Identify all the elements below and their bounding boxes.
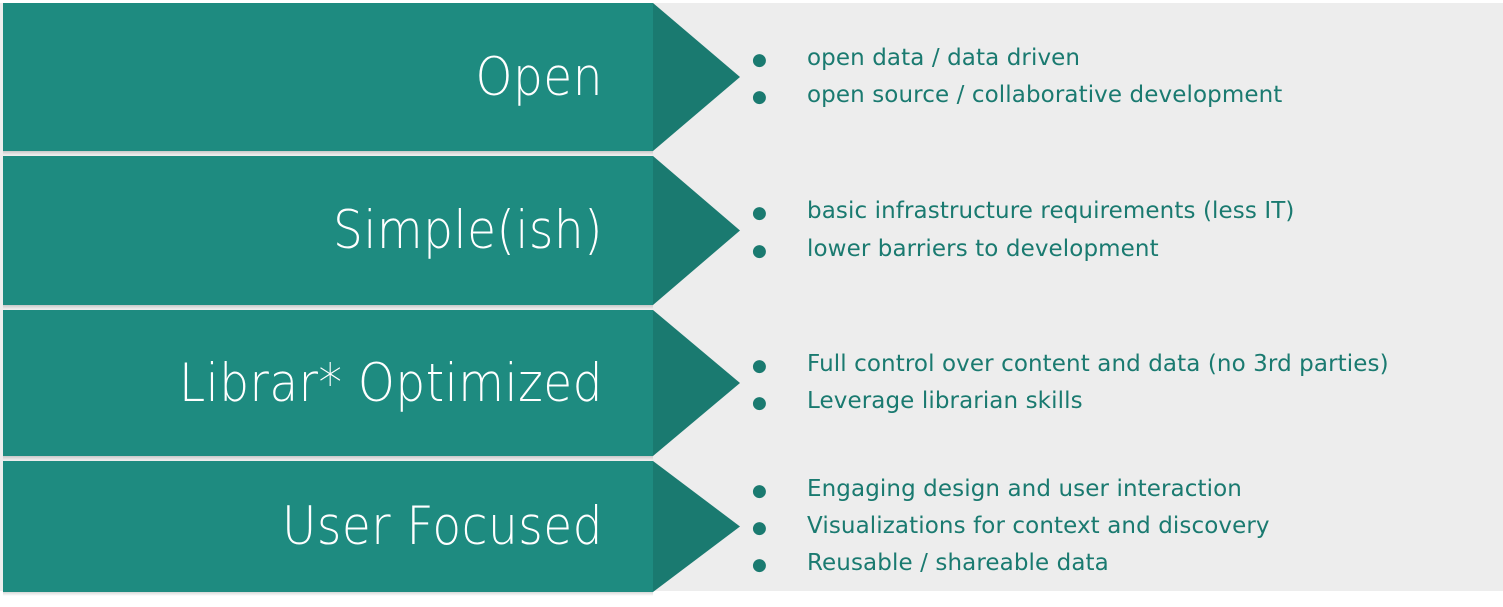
bullet-item: ● lower barriers to development [752,231,1503,268]
chevron-arrowhead-icon [653,156,740,305]
bullet-dot-icon: ● [752,203,767,224]
bullet-item: ● basic infrastructure requirements (less… [752,193,1503,230]
bullet-item: ● Engaging design and user interaction [752,471,1503,508]
bullet-list: ● basic infrastructure requirements (less… [752,156,1503,305]
chevron-label: Librar* Optimized [178,352,603,414]
bullet-dot-icon: ● [752,240,767,261]
chevron-body [3,156,653,305]
bullet-text: Leverage librarian skills [807,388,1083,414]
bullet-dot-icon: ● [752,517,767,538]
bullet-text: Reusable / shareable data [807,550,1109,577]
chevron-row[interactable]: Simple(ish) ● basic infrastructure require… [0,156,1503,309]
bullet-text: Full control over content and data (no 3… [807,350,1389,377]
chevron-row[interactable]: Open ● open data / data driven ● open source… [0,3,1503,155]
bullet-text: open source / collaborative development [807,82,1283,108]
bullet-item: ● open source / collaborative development [752,77,1503,114]
bullet-dot-icon: ● [752,393,767,413]
chevron-arrow-shape: Librar* Optimized [3,310,740,460]
chevron-row[interactable]: Librar* Optimized ● Full control over cont… [0,310,1503,460]
bullet-item: ● Reusable / shareable data [752,545,1503,582]
bullet-item: ● Leverage librarian skills [752,383,1503,420]
bullet-dot-icon: ● [752,49,767,70]
bullet-dot-icon: ● [752,87,767,107]
bullet-list: ● open data / data driven ● open source / c… [752,3,1503,151]
chevron-body [3,461,653,592]
chevron-label: User Focused [281,495,603,558]
chevron-arrow-shape: User Focused [3,461,740,596]
bullet-list: ● Full control over content and data (no … [752,310,1503,456]
bullet-item: ● Visualizations for context and discover… [752,508,1503,545]
chevron-body [3,3,653,151]
bullet-text: Visualizations for context and discovery [807,512,1270,539]
bullet-text: open data / data driven [807,44,1081,71]
bullet-list: ● Engaging design and user interaction ● Vi… [752,461,1503,592]
bullet-item: ● Full control over content and data (no … [752,346,1503,383]
chevron-row[interactable]: User Focused ● Engaging design and user in… [0,461,1503,596]
bullet-text: Engaging design and user interaction [807,475,1242,502]
chevron-arrow-shape: Open [3,3,740,155]
bullet-dot-icon: ● [752,555,767,576]
chevron-body [3,310,653,456]
chevron-arrow-shape: Simple(ish) [3,156,740,309]
chevron-label: Simple(ish) [333,199,603,262]
chevron-arrowhead-icon [653,310,740,456]
bullet-dot-icon: ● [752,355,767,376]
chevron-label: Open [475,46,603,108]
bullet-item: ● open data / data driven [752,40,1503,77]
chevron-arrowhead-icon [653,461,740,592]
chevron-arrowhead-icon [653,3,740,151]
bullet-dot-icon: ● [752,480,767,501]
bullet-text: basic infrastructure requirements (less … [807,198,1295,225]
bullet-text: lower barriers to development [807,235,1159,262]
